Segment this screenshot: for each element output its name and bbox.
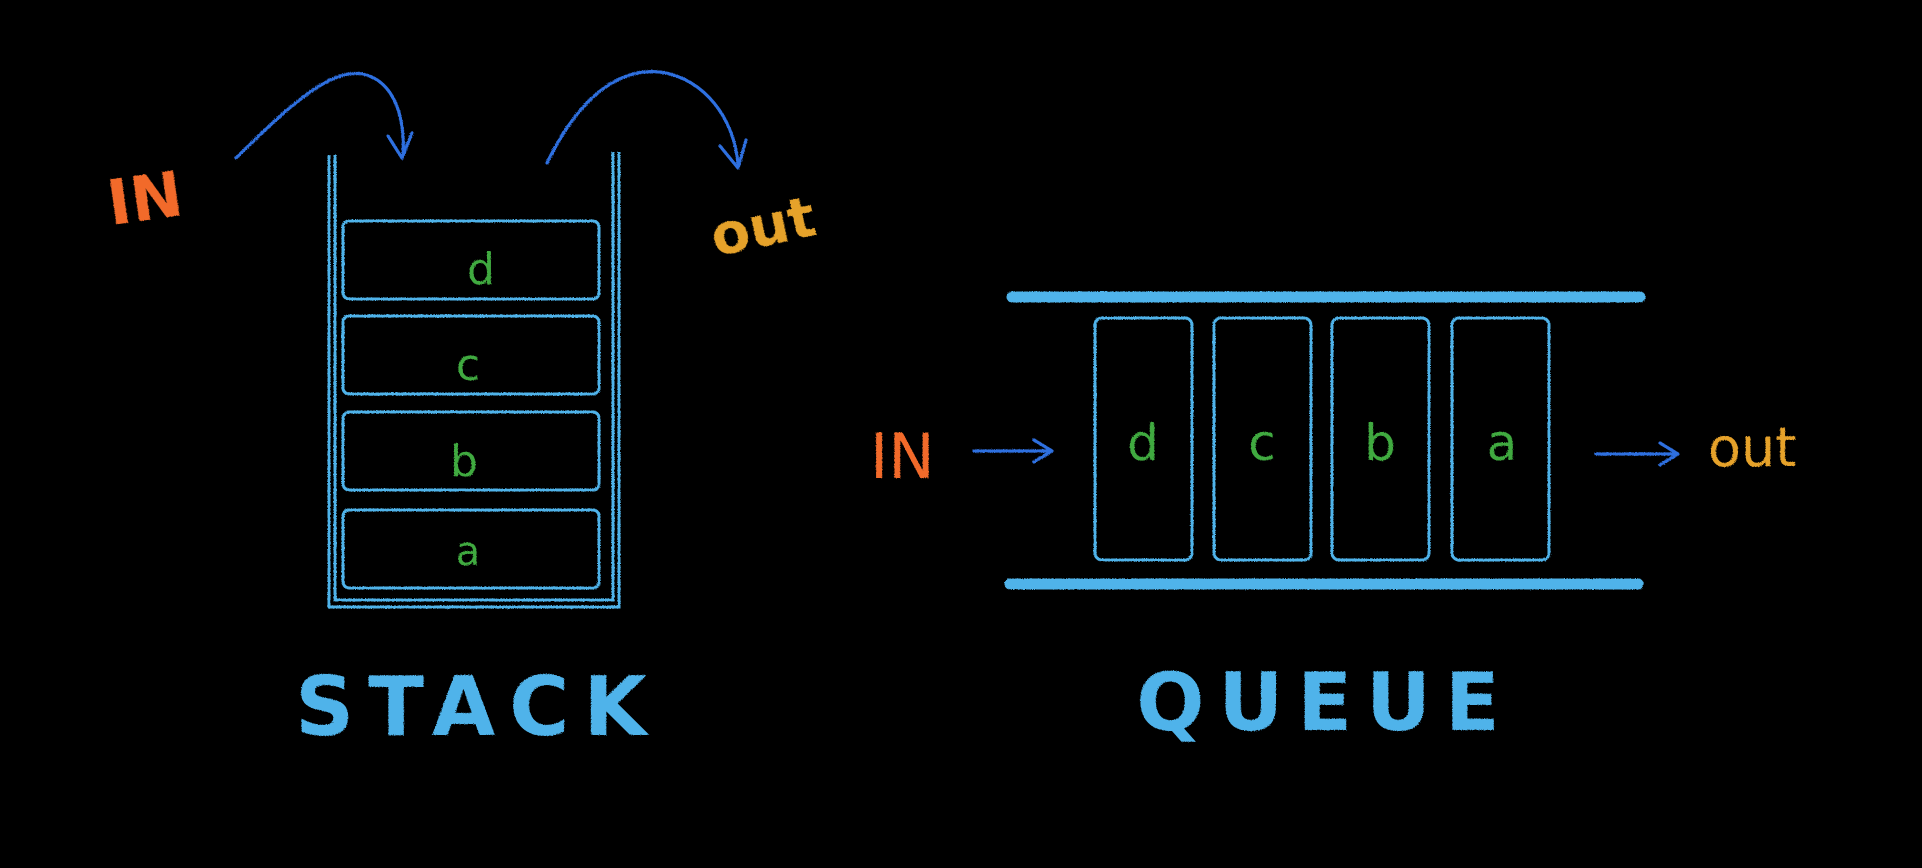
stack-item-label: c: [456, 340, 480, 391]
queue-slot: [1450, 316, 1551, 562]
stack-in-arrowhead-icon: [386, 131, 414, 160]
queue-item-label: d: [1127, 414, 1159, 472]
queue-rails: [1004, 291, 1646, 590]
queue-item-label: b: [1364, 414, 1396, 472]
queue-slots: [1093, 316, 1551, 562]
queue-slot: [1330, 316, 1431, 562]
stack-out-label: out: [705, 184, 821, 269]
stack-slot: [341, 410, 601, 492]
queue-group: [972, 291, 1680, 590]
stack-in-label: IN: [103, 157, 187, 240]
queue-in-arrowhead-icon: [1032, 438, 1054, 464]
queue-slot: [1093, 316, 1194, 562]
stack-group: [234, 70, 748, 609]
stack-item-label: b: [450, 436, 478, 487]
queue-slot: [1212, 316, 1313, 562]
stack-slots: [341, 219, 601, 590]
stack-slot: [341, 508, 601, 590]
queue-title: QUEUE: [1136, 656, 1513, 749]
stack-title: STACK: [295, 660, 661, 755]
stack-item-label: d: [467, 244, 495, 295]
stack-container: [327, 152, 621, 609]
stack-out-arrow: [545, 70, 740, 167]
stack-slot: [341, 314, 601, 396]
queue-item-label: c: [1248, 414, 1276, 472]
stack-item-label: a: [456, 529, 481, 575]
queue-item-label: a: [1487, 414, 1518, 472]
queue-out-arrowhead-icon: [1658, 441, 1680, 467]
stack-slot: [341, 219, 601, 301]
stack-in-arrow: [234, 71, 405, 160]
queue-in-label: IN: [870, 420, 935, 493]
stack-out-arrowhead-icon: [718, 138, 748, 170]
queue-out-label: out: [1708, 416, 1796, 479]
